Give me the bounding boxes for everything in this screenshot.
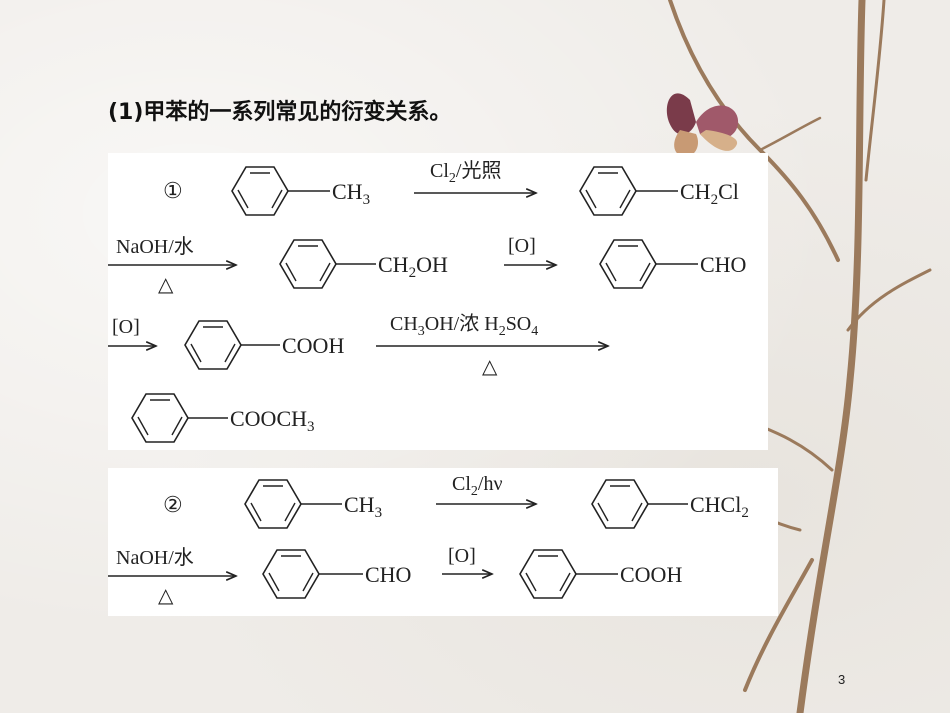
benzaldehyde-substituent: CHO <box>700 252 746 277</box>
benzene-ring-benzaldehyde <box>599 239 657 289</box>
benzene-ring-toluene <box>244 479 302 529</box>
oxidation-condition: [O] <box>448 545 476 567</box>
benzyl-chloride-substituent: CH2Cl <box>680 179 739 208</box>
reaction-scheme-2: ② CH3 Cl2/hν CHCl2 NaOH/水 △ CHO [O] COOH <box>108 473 749 607</box>
benzene-ring-toluene <box>231 166 289 216</box>
benzene-ring-benzyl-alcohol <box>279 239 337 289</box>
oxidation-condition: [O] <box>508 235 536 257</box>
benzal-chloride-substituent: CHCl2 <box>690 492 749 521</box>
page-number: 3 <box>838 672 846 687</box>
toluene-substituent: CH3 <box>332 179 370 208</box>
benzene-ring-benzaldehyde <box>262 549 320 599</box>
heat-symbol: △ <box>158 585 174 607</box>
page-title: (1)甲苯的一系列常见的衍变关系。 <box>108 100 452 125</box>
reaction-panel-1: ① CH3 Cl2/光照 CH2Cl NaOH/水 △ CH2OH [O] CH… <box>108 153 768 450</box>
methyl-benzoate-substituent: COOCH3 <box>230 406 315 435</box>
reaction-condition-hydrolysis: NaOH/水 <box>116 235 194 258</box>
reaction-marker: ② <box>163 492 183 517</box>
toluene-substituent: CH3 <box>344 492 382 521</box>
heat-symbol: △ <box>158 274 174 296</box>
heat-symbol: △ <box>482 356 498 378</box>
benzaldehyde-substituent: CHO <box>365 562 411 587</box>
benzene-ring-benzal-chloride <box>591 479 649 529</box>
butterfly-icon <box>666 93 739 157</box>
benzene-ring-benzoic-acid <box>519 549 577 599</box>
benzyl-alcohol-substituent: CH2OH <box>378 252 448 281</box>
reaction-condition-chlorination: Cl2/hν <box>452 473 503 499</box>
reaction-condition-esterification: CH3OH/浓 H2SO4 <box>390 312 538 339</box>
reaction-panel-2: ② CH3 Cl2/hν CHCl2 NaOH/水 △ CHO [O] COOH <box>108 468 778 616</box>
reaction-marker: ① <box>163 178 183 203</box>
benzene-ring-methyl-benzoate <box>131 393 189 443</box>
benzoic-acid-substituent: COOH <box>620 562 682 587</box>
benzoic-acid-substituent: COOH <box>282 333 344 358</box>
reaction-condition-hydrolysis: NaOH/水 <box>116 546 194 569</box>
benzene-ring-benzoic-acid <box>184 320 242 370</box>
oxidation-condition: [O] <box>112 316 140 338</box>
reaction-scheme-1: ① CH3 Cl2/光照 CH2Cl NaOH/水 △ CH2OH [O] CH… <box>108 159 746 443</box>
reaction-condition-chlorination: Cl2/光照 <box>430 159 501 186</box>
benzene-ring-benzyl-chloride <box>579 166 637 216</box>
